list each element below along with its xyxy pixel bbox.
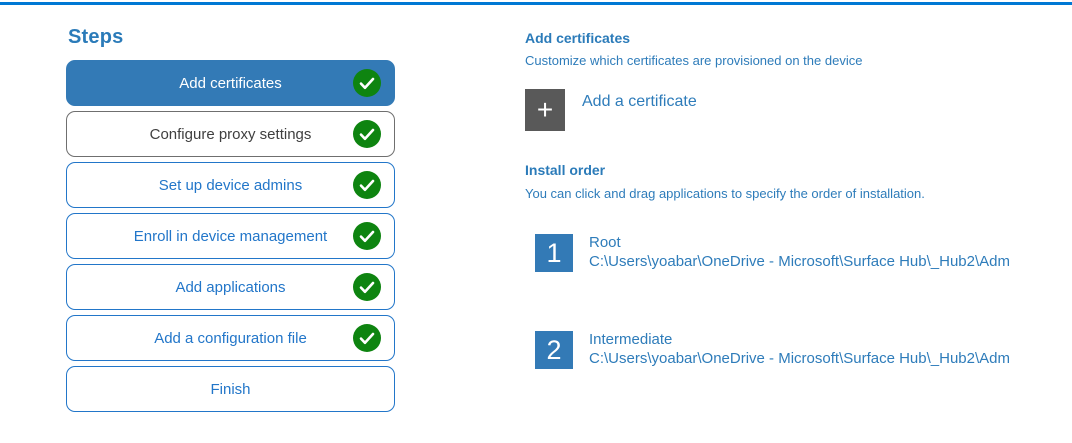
certificate-name: Root [589,234,621,251]
step-enroll-in-device-management[interactable]: Enroll in device management [66,213,395,259]
step-configure-proxy-settings[interactable]: Configure proxy settings [66,111,395,157]
steps-list: Add certificates Configure proxy setting… [66,60,406,412]
install-order-list: 1 Root C:\Users\yoabar\OneDrive - Micros… [535,234,1045,369]
section-title: Add certificates [525,30,631,46]
step-label: Set up device admins [158,176,303,194]
add-certificate-label: Add a certificate [582,93,697,110]
step-label: Add certificates [179,74,282,92]
check-icon [353,171,381,199]
install-order-title: Install order [525,162,606,178]
order-number-badge: 1 [535,234,573,272]
certificate-path: C:\Users\yoabar\OneDrive - Microsoft\Sur… [589,350,1010,367]
add-certificates-panel: Add certificates Customize which certifi… [525,30,1045,369]
step-label: Finish [210,380,251,398]
step-label: Add applications [175,278,286,296]
check-icon [353,69,381,97]
install-order-description: You can click and drag applications to s… [525,186,925,201]
check-icon [353,120,381,148]
step-finish[interactable]: Finish [66,366,395,412]
top-accent-bar [0,2,1072,5]
section-subtitle: Customize which certificates are provisi… [525,53,863,68]
check-icon [353,273,381,301]
step-add-applications[interactable]: Add applications [66,264,395,310]
step-add-certificates[interactable]: Add certificates [66,60,395,106]
install-order-item[interactable]: 2 Intermediate C:\Users\yoabar\OneDrive … [535,331,1045,369]
order-item-text: Root C:\Users\yoabar\OneDrive - Microsof… [589,234,1010,271]
certificate-path: C:\Users\yoabar\OneDrive - Microsoft\Sur… [589,253,1010,270]
certificate-name: Intermediate [589,331,673,348]
check-icon [353,222,381,250]
step-set-up-device-admins[interactable]: Set up device admins [66,162,395,208]
step-add-a-configuration-file[interactable]: Add a configuration file [66,315,395,361]
plus-icon[interactable]: + [525,89,565,131]
check-icon [353,324,381,352]
steps-title: Steps [68,26,124,48]
add-certificate-button[interactable]: + Add a certificate [525,89,1045,131]
install-order-item[interactable]: 1 Root C:\Users\yoabar\OneDrive - Micros… [535,234,1045,272]
step-label: Enroll in device management [133,227,328,245]
step-label: Add a configuration file [154,329,307,347]
steps-sidebar: Steps Add certificates Configure proxy s… [66,26,406,417]
order-item-text: Intermediate C:\Users\yoabar\OneDrive - … [589,331,1010,368]
step-label: Configure proxy settings [149,125,312,143]
order-number-badge: 2 [535,331,573,369]
